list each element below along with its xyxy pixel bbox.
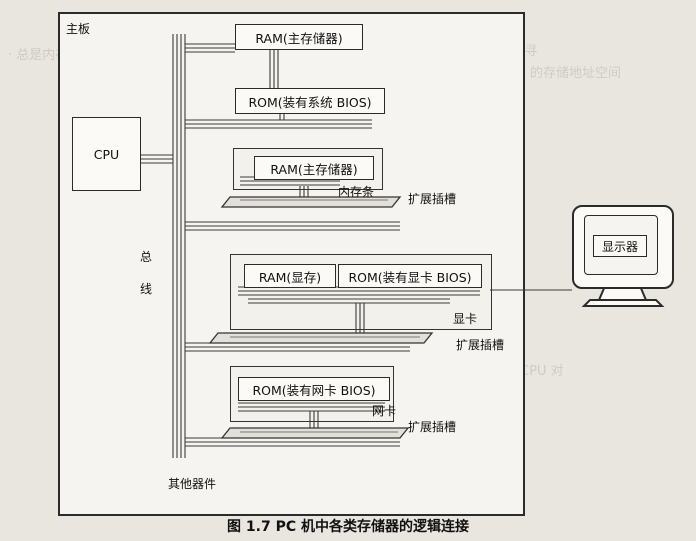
expansion-slot-label-2: 扩展插槽 xyxy=(456,338,505,352)
video-card-label: 显卡 xyxy=(453,312,478,326)
board-label: 主板 xyxy=(66,22,91,36)
cpu-box: CPU xyxy=(72,117,141,191)
bleed-text: 的存储地址空间 xyxy=(530,66,622,81)
rom-system-bios-box: ROM(装有系统 BIOS) xyxy=(235,88,385,114)
expansion-slot-label-1: 扩展插槽 xyxy=(408,192,457,206)
other-devices-label: 其他器件 xyxy=(168,477,217,491)
ram-main-box: RAM(主存储器) xyxy=(235,24,363,50)
ram-main-stick-box: RAM(主存储器) xyxy=(254,156,374,180)
rom-nic-bios-box: ROM(装有网卡 BIOS) xyxy=(238,377,390,401)
nic-label: 网卡 xyxy=(372,404,397,418)
bus-label-1: 总 xyxy=(140,250,153,264)
ram-video-box: RAM(显存) xyxy=(244,264,336,288)
bus-label-2: 线 xyxy=(140,282,153,296)
monitor-label: 显示器 xyxy=(593,235,647,257)
rom-video-bios-box: ROM(装有显卡 BIOS) xyxy=(338,264,482,288)
memory-stick-label: 内存条 xyxy=(338,185,375,199)
expansion-slot-label-3: 扩展插槽 xyxy=(408,420,457,434)
bleed-text: CPU 对 xyxy=(520,364,564,379)
figure-caption: 图 1.7 PC 机中各类存储器的逻辑连接 xyxy=(227,519,469,535)
